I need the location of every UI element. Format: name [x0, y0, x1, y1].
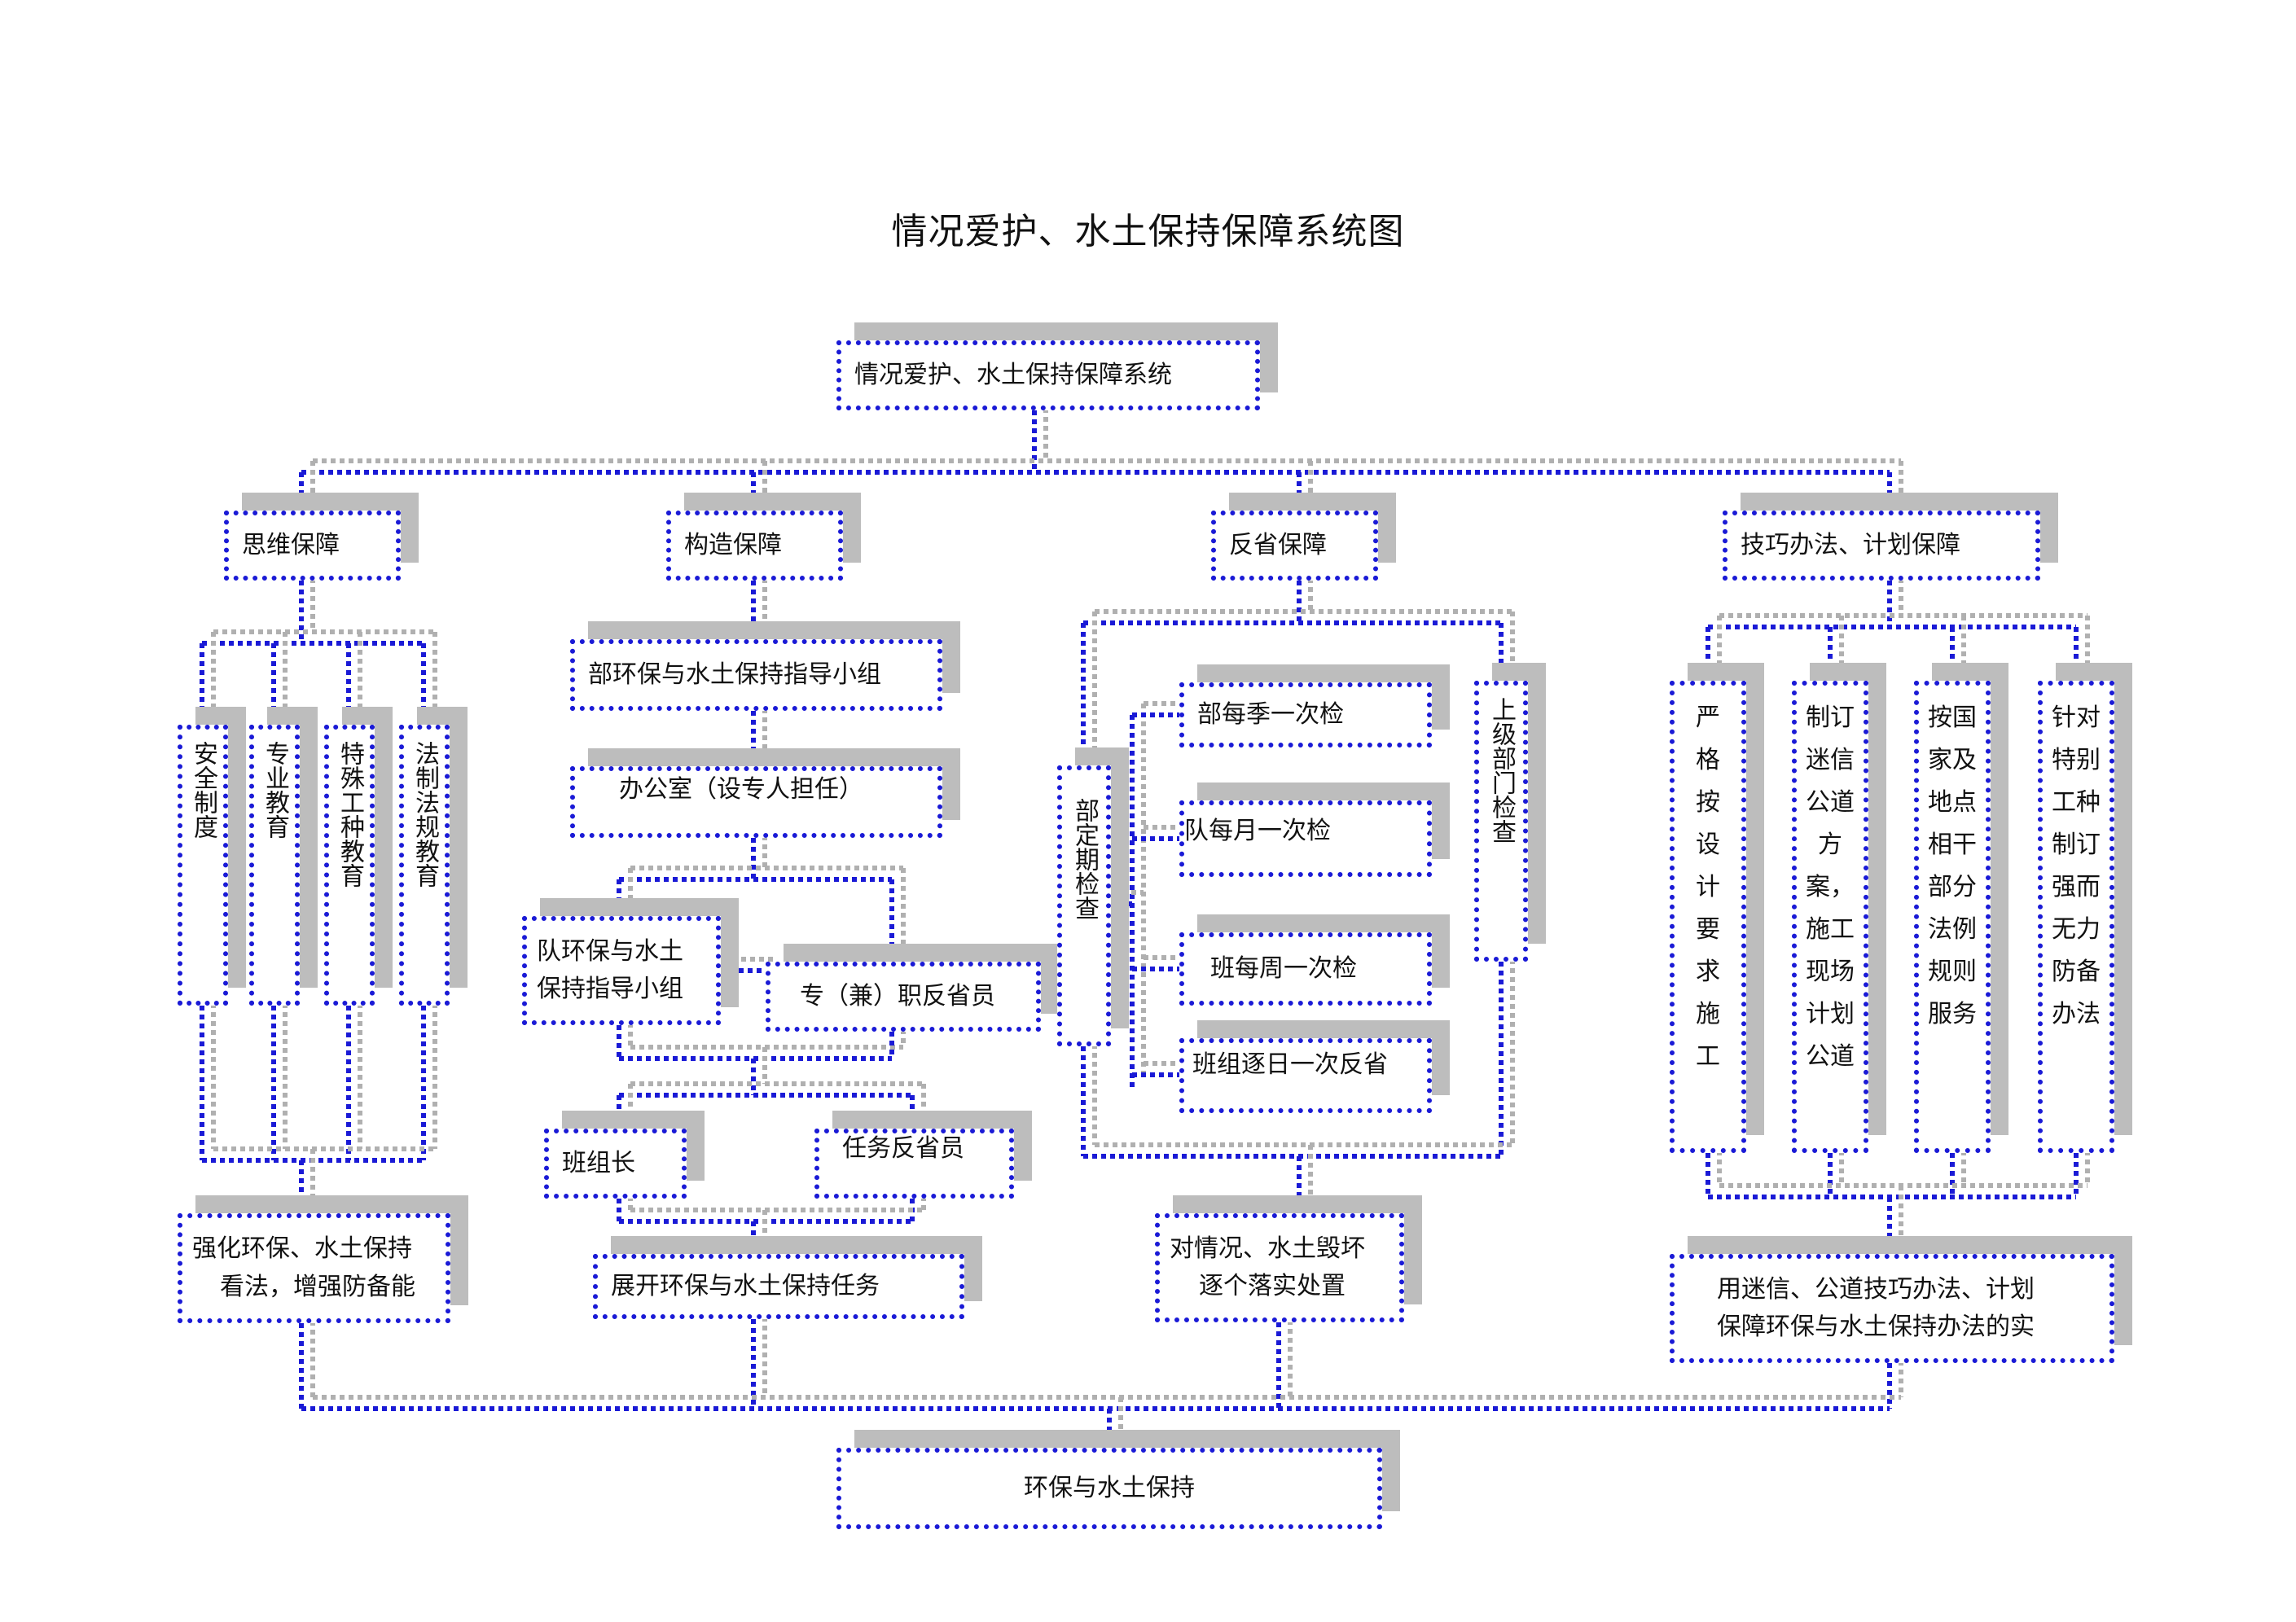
technique-item-text: 针对特别工种制订强而无力防备办法	[2052, 704, 2101, 1028]
structure-leading-group-label: 部环保与水土保持指导小组	[588, 660, 881, 689]
final-node: 环保与水土保持	[836, 1448, 1382, 1529]
structure-team-group-line2: 保持指导小组	[537, 975, 683, 1003]
structure-team-group: 队环保与水土 保持指导小组	[522, 916, 721, 1025]
technique-item-regulations: 按国家及地点相干部分法例规则服务	[1914, 681, 1991, 1153]
thinking-result: 强化环保、水土保持 看法，增强防备能	[178, 1213, 450, 1323]
category-structure-label: 构造保障	[684, 530, 782, 559]
technique-item-special-work: 针对特别工种制订强而无力防备办法	[2038, 681, 2114, 1153]
category-inspection: 反省保障	[1211, 511, 1378, 581]
inspection-result: 对情况、水土毁坏 逐个落实处置	[1155, 1213, 1404, 1322]
technique-item-design: 严格按设计要求施工	[1670, 681, 1746, 1153]
category-inspection-label: 反省保障	[1229, 530, 1327, 559]
inspection-result-line1: 对情况、水土毁坏	[1170, 1234, 1365, 1263]
structure-office-label: 办公室（设专人担任）	[619, 774, 863, 804]
category-structure: 构造保障	[666, 511, 843, 581]
thinking-item-professional: 专业教育	[249, 725, 300, 1006]
structure-squad-leader-label: 班组长	[562, 1148, 635, 1177]
technique-item-plan: 制订迷信公道方案，施工现场计划公道	[1792, 681, 1868, 1153]
inspection-check-weekly: 班每周一次检	[1179, 932, 1432, 1006]
thinking-item-text: 专业教育	[261, 741, 289, 839]
thinking-item-text: 法制法规教育	[410, 741, 439, 888]
inspection-check-quarterly: 部每季一次检	[1179, 682, 1432, 747]
structure-task-inspector-label: 任务反省员	[842, 1133, 964, 1163]
inspection-check-label: 队每月一次检	[1184, 816, 1331, 845]
inspection-check-daily: 班组逐日一次反省	[1179, 1038, 1432, 1113]
structure-office: 办公室（设专人担任）	[570, 766, 942, 838]
structure-result-label: 展开环保与水土保持任务	[611, 1271, 880, 1300]
structure-inspector-label: 专（兼）职反省员	[800, 981, 995, 1010]
technique-result: 用迷信、公道技巧办法、计划 保障环保与水土保持办法的实	[1670, 1254, 2114, 1363]
structure-result: 展开环保与水土保持任务	[593, 1254, 964, 1319]
structure-team-group-line1: 队环保与水土	[537, 936, 683, 966]
category-thinking: 思维保障	[224, 511, 401, 581]
inspection-check-label: 部每季一次检	[1197, 699, 1344, 729]
thinking-result-line2: 看法，增强防备能	[220, 1272, 415, 1301]
category-thinking-label: 思维保障	[242, 530, 340, 559]
inspection-check-label: 班每周一次检	[1210, 953, 1357, 983]
thinking-item-legal: 法制法规教育	[399, 725, 450, 1006]
category-technique-label: 技巧办法、计划保障	[1741, 530, 1960, 559]
thinking-item-safety: 安全制度	[178, 725, 228, 1006]
inspection-periodic-text: 部定期检查	[1070, 798, 1099, 920]
final-label: 环保与水土保持	[1024, 1473, 1195, 1502]
root-node: 情况爱护、水土保持保障系统	[836, 340, 1260, 410]
technique-item-text: 制订迷信公道方案，施工现场计划公道	[1806, 704, 1855, 1071]
category-technique: 技巧办法、计划保障	[1723, 511, 2040, 581]
thinking-item-special: 特殊工种教育	[324, 725, 375, 1006]
inspection-superior: 上级部门检查	[1474, 681, 1528, 962]
structure-task-inspector: 任务反省员	[814, 1129, 1014, 1199]
structure-squad-leader: 班组长	[544, 1129, 687, 1199]
inspection-check-monthly: 队每月一次检	[1179, 800, 1432, 877]
thinking-result-line1: 强化环保、水土保持	[192, 1234, 412, 1263]
page-title: 情况爱护、水土保持保障系统图	[891, 211, 1405, 252]
structure-leading-group: 部环保与水土保持指导小组	[570, 639, 942, 711]
technique-result-line2: 保障环保与水土保持办法的实	[1717, 1313, 2035, 1341]
root-label: 情况爱护、水土保持保障系统	[854, 360, 1172, 389]
technique-item-text: 按国家及地点相干部分法例规则服务	[1928, 704, 1977, 1028]
technique-item-text: 严格按设计要求施工	[1696, 704, 1720, 1071]
thinking-item-text: 安全制度	[189, 741, 217, 839]
structure-inspector: 专（兼）职反省员	[766, 962, 1041, 1032]
inspection-check-label: 班组逐日一次反省	[1192, 1050, 1388, 1079]
inspection-periodic: 部定期检查	[1057, 765, 1111, 1046]
technique-result-line1: 用迷信、公道技巧办法、计划	[1717, 1274, 2035, 1304]
inspection-result-line2: 逐个落实处置	[1199, 1272, 1346, 1300]
inspection-superior-text: 上级部门检查	[1487, 697, 1516, 844]
thinking-item-text: 特殊工种教育	[336, 741, 364, 888]
